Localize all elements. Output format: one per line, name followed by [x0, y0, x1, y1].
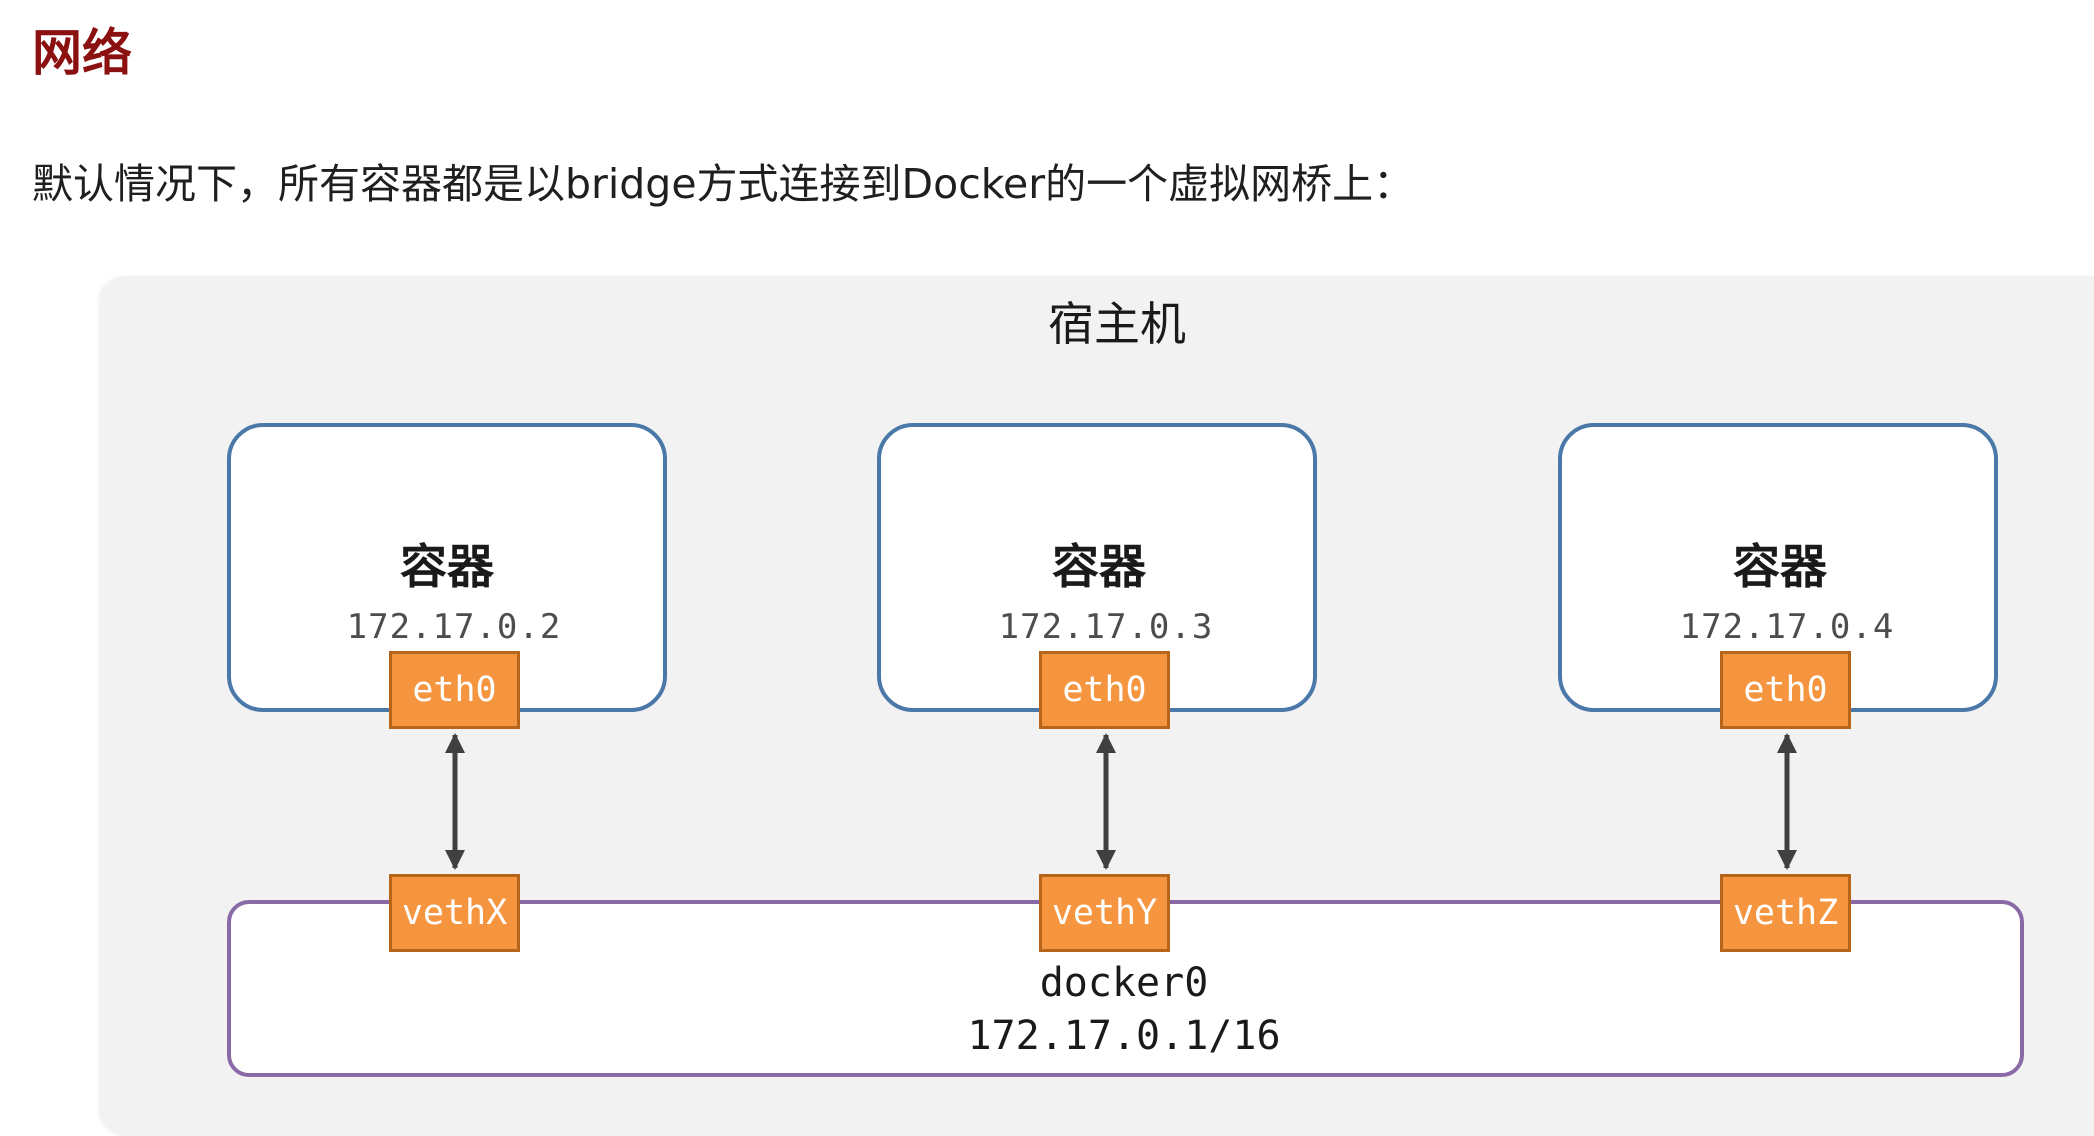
bridge-subnet: 172.17.0.1/16: [967, 1013, 1281, 1059]
container-label-3: 容器: [1733, 540, 1827, 595]
bridge-name: docker0: [1039, 960, 1209, 1006]
link-arrows: [445, 733, 1797, 870]
container-ip-1: 172.17.0.2: [346, 607, 562, 647]
veth-interface-y: vethY: [1039, 874, 1170, 952]
container-ip-3: 172.17.0.4: [1679, 607, 1895, 647]
section-heading: 网络: [32, 24, 132, 82]
container-ip-2: 172.17.0.3: [998, 607, 1214, 647]
eth0-interface-1: eth0: [389, 651, 520, 729]
host-machine-title: 宿主机: [1048, 297, 1186, 351]
container-label-2: 容器: [1052, 540, 1146, 595]
veth-interface-z: vethZ: [1720, 874, 1851, 952]
eth0-interface-2: eth0: [1039, 651, 1170, 729]
container-label-1: 容器: [400, 540, 494, 595]
eth0-interface-3: eth0: [1720, 651, 1851, 729]
intro-paragraph: 默认情况下，所有容器都是以bridge方式连接到Docker的一个虚拟网桥上：: [32, 160, 1415, 208]
veth-interface-x: vethX: [389, 874, 520, 952]
